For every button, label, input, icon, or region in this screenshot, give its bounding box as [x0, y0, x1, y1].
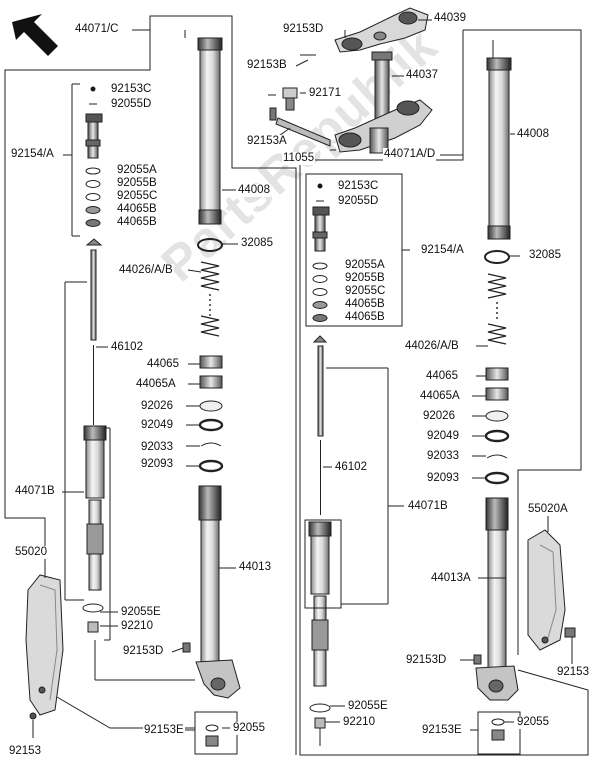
label-92153d-top: 92153D: [282, 23, 325, 36]
label-92153d-right: 92153D: [405, 654, 448, 667]
label-55020a: 55020A: [527, 503, 569, 516]
triple-clamp-lower: [334, 99, 433, 154]
label-44065a-left: 44065A: [135, 378, 177, 391]
label-92033-right: 92033: [426, 450, 460, 463]
label-44065b-left-1: 44065B: [116, 203, 158, 216]
triple-clamp-upper: [334, 7, 429, 53]
label-44071ad: 44071A/D: [383, 148, 437, 161]
label-11055: 11055: [282, 152, 316, 165]
o-ring-32085-left: [197, 238, 223, 252]
label-92210-right: 92210: [342, 716, 376, 729]
outer-tube-left: [184, 30, 223, 225]
label-44071b-right: 44071B: [407, 500, 449, 513]
label-44026-right: 44026/A/B: [404, 340, 460, 353]
label-92055d-right: 92055D: [337, 195, 380, 208]
damper-rod-left: [85, 238, 103, 425]
label-46102-right: 46102: [334, 461, 368, 474]
fork-spring-right: [487, 273, 507, 345]
label-92154a-right: 92154/A: [420, 244, 465, 257]
leader-lines: [32, 19, 573, 746]
bottom-valve-right: [477, 711, 521, 755]
label-92055b-right: 92055B: [344, 272, 386, 285]
valve-stack-left: [85, 86, 103, 227]
label-92026-right: 92026: [422, 410, 456, 423]
label-55020: 55020: [14, 546, 48, 559]
label-92153-left: 92153: [8, 745, 42, 758]
label-92153-right: 92153: [556, 666, 590, 679]
fork-guard-left: [25, 574, 191, 720]
label-92153e-right: 92153E: [421, 724, 463, 737]
label-92026-left: 92026: [140, 400, 174, 413]
fork-guard-right: [527, 529, 576, 651]
label-92055d-left: 92055D: [110, 98, 153, 111]
label-92055b-left: 92055B: [116, 177, 158, 190]
cartridge-right: [304, 519, 342, 729]
label-92055e-right: 92055E: [347, 700, 389, 713]
damper-rod-right: [312, 335, 328, 515]
label-44065b-right-1: 44065B: [344, 298, 386, 311]
label-44013: 44013: [238, 561, 272, 574]
label-92055c-right: 92055C: [344, 285, 387, 298]
label-32085-right: 32085: [528, 249, 562, 262]
o-ring-32085-right: [484, 250, 510, 264]
fork-spring-left: [200, 261, 220, 337]
label-92049-right: 92049: [426, 430, 460, 443]
label-92055e-left: 92055E: [120, 606, 162, 619]
outer-tube-right: [486, 40, 512, 240]
label-92153e-left: 92153E: [143, 724, 185, 737]
label-44065b-left-2: 44065B: [116, 216, 158, 229]
label-44008-right: 44008: [516, 128, 550, 141]
cartridge-left: [82, 425, 107, 633]
inner-tube-left: [195, 485, 241, 699]
group-frames: [4, 15, 589, 756]
cable-guide-bracket: [268, 54, 331, 147]
label-92153c-left: 92153C: [110, 83, 153, 96]
label-92055c-left: 92055C: [116, 190, 159, 203]
front-direction-arrow-icon: [12, 14, 58, 56]
label-92153b: 92153B: [246, 59, 288, 72]
label-92153a: 92153A: [246, 135, 288, 148]
label-92055a-right: 92055A: [344, 259, 386, 272]
label-92055a-left: 92055A: [116, 164, 158, 177]
seal-stack-left: [198, 355, 224, 473]
label-92093-right: 92093: [426, 472, 460, 485]
label-44026-left: 44026/A/B: [118, 264, 174, 277]
label-92154a-left: 92154/A: [10, 148, 55, 161]
label-92049-left: 92049: [140, 419, 174, 432]
label-92033-left: 92033: [140, 441, 174, 454]
seal-stack-right: [484, 367, 510, 485]
label-92055-right: 92055: [516, 716, 550, 729]
label-44071c: 44071/C: [74, 23, 120, 36]
label-44065b-right-2: 44065B: [344, 311, 386, 324]
label-44039: 44039: [433, 12, 467, 25]
label-46102-left: 46102: [110, 341, 144, 354]
label-92210-left: 92210: [120, 620, 154, 633]
bottom-valve-left: [194, 711, 238, 755]
label-92093-left: 92093: [140, 458, 174, 471]
label-44071b-left: 44071B: [14, 485, 56, 498]
label-44008-left: 44008: [237, 184, 271, 197]
label-92171: 92171: [308, 87, 342, 100]
label-92153c-right: 92153C: [337, 180, 380, 193]
label-92055-left: 92055: [232, 722, 266, 735]
label-44037: 44037: [405, 69, 439, 82]
inner-tube-right: [473, 497, 519, 701]
label-32085-left: 32085: [240, 237, 274, 250]
label-92153d-left: 92153D: [122, 645, 165, 658]
label-44065-right: 44065: [425, 370, 459, 383]
label-44013a: 44013A: [430, 572, 472, 585]
label-44065-left: 44065: [146, 358, 180, 371]
label-44065a-right: 44065A: [419, 390, 461, 403]
